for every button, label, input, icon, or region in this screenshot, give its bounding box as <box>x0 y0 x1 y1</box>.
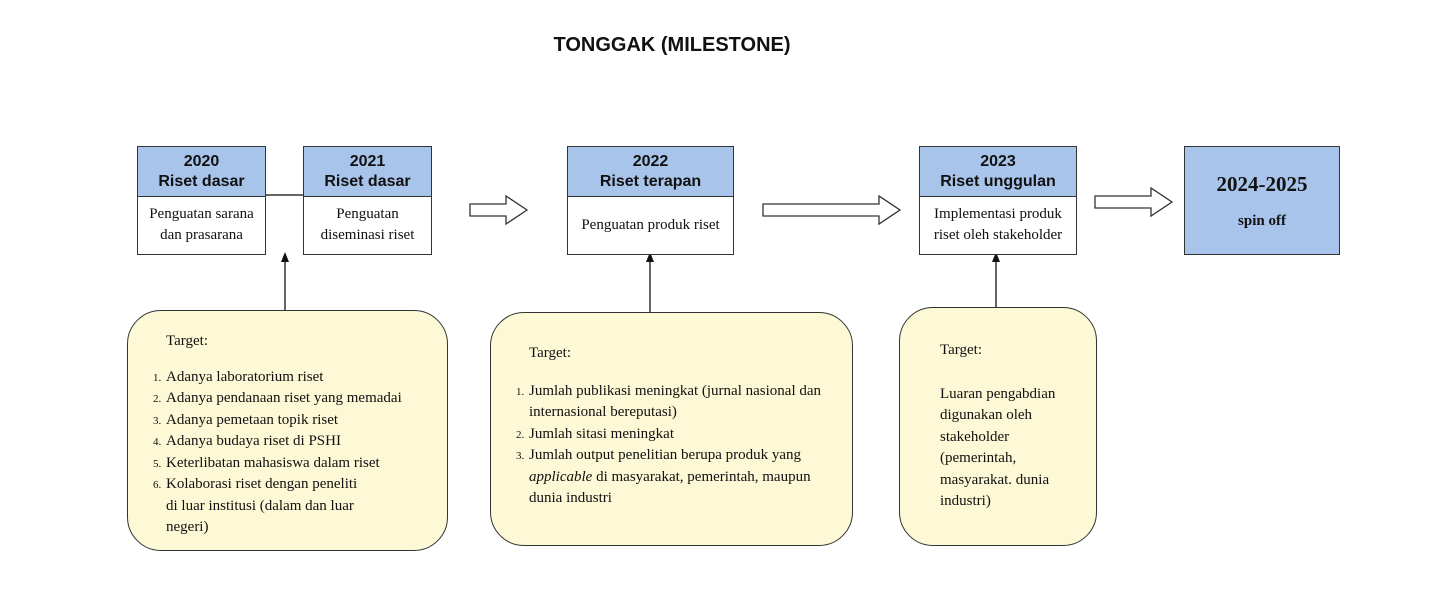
milestone-desc: Implementasi produk riset oleh stakehold… <box>933 206 1063 243</box>
target-item: Adanya laboratorium riset <box>164 367 447 389</box>
target-callout-1: Target: Adanya laboratorium riset Adanya… <box>127 310 448 551</box>
hollow-arrow-1 <box>469 194 529 226</box>
milestone-year: 2022 <box>632 152 669 170</box>
target-label: Target: <box>166 333 208 349</box>
milestone-phase: Riset dasar <box>158 172 245 190</box>
milestone-desc: Penguatan sarana dan prasarana <box>149 206 254 243</box>
milestone-year: 2021 <box>349 152 386 170</box>
hollow-arrow-2 <box>762 194 902 226</box>
milestone-year: 2020 <box>183 152 220 170</box>
milestone-year: 2023 <box>980 152 1016 170</box>
milestone-phase: Riset terapan <box>599 172 702 190</box>
target-item: Adanya pemetaan topik riset <box>164 410 447 432</box>
milestone-desc: Penguatan diseminasi riset <box>320 206 415 243</box>
target-item: Adanya pendanaan riset yang memadai <box>164 388 447 410</box>
target-label: Target: <box>940 342 982 358</box>
target-item: Adanya budaya riset di PSHI <box>164 431 447 453</box>
target-callout-3: Target: Luaran pengabdian digunakan oleh… <box>899 307 1097 546</box>
milestone-phase: Riset unggulan <box>940 172 1056 190</box>
target-item-emphasis: applicable <box>529 468 593 485</box>
milestone-phase: Riset dasar <box>324 172 411 190</box>
milestone-2024-2025: 2024-2025 spin off <box>1184 146 1340 255</box>
target-item-text: Jumlah output penelitian berupa produk y… <box>529 447 802 463</box>
page-title: TONGGAK (MILESTONE) <box>553 34 791 56</box>
target-item: Keterlibatan mahasiswa dalam riset <box>164 453 447 475</box>
target-item: Jumlah output penelitian berupa produk y… <box>527 445 829 510</box>
target-text: Luaran pengabdian digunakan oleh stakeho… <box>940 385 1056 510</box>
target-label: Target: <box>529 345 571 361</box>
target-item: Kolaborasi riset dengan peneliti di luar… <box>164 474 366 539</box>
target-item-text: di masyarakat, pemerintah, maupun dunia … <box>529 468 811 507</box>
target-item: Jumlah sitasi meningkat <box>527 424 852 446</box>
milestone-year: 2024-2025 <box>1216 171 1308 196</box>
target-item: Jumlah publikasi meningkat (jurnal nasio… <box>527 381 852 424</box>
milestone-desc: Penguatan produk riset <box>581 216 720 233</box>
target-callout-2: Target: Jumlah publikasi meningkat (jurn… <box>490 312 853 546</box>
milestone-phase: spin off <box>1238 212 1286 229</box>
hollow-arrow-3 <box>1094 186 1174 218</box>
